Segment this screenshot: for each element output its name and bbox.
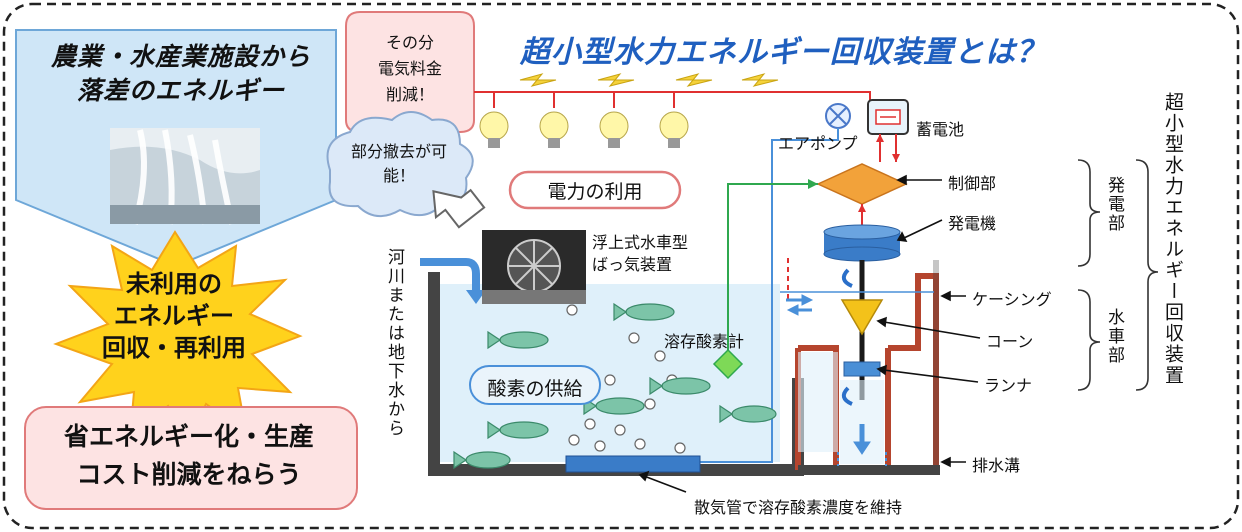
fish-icon [487, 420, 549, 440]
controller-label: 制御部 [948, 174, 997, 193]
goal-box [24, 406, 358, 510]
aerator-label: 浮上式水車型 ばっ気装置 [592, 232, 688, 276]
sensor-line [727, 183, 818, 350]
burst-line2: エネルギー [114, 302, 234, 330]
pointer-lines [638, 174, 981, 493]
cone-label: コーン [986, 332, 1034, 351]
controller-diamond [816, 163, 908, 205]
turbine-section-label: 水車部 [1104, 308, 1124, 365]
do-meter-icon [712, 348, 744, 380]
aerator-photo [482, 230, 586, 304]
power-section-label: 発電部 [1104, 176, 1124, 233]
header-line1: 農業・水産業施設から [50, 42, 311, 71]
cloud-shape [326, 111, 474, 217]
lightning-icons [519, 73, 779, 87]
goal-line2: コスト削減をねらう [76, 460, 302, 489]
hollow-arrow [432, 188, 486, 229]
fish-icon [487, 330, 549, 350]
inflow-arrow [420, 258, 480, 292]
fish-icon [719, 404, 777, 424]
oxygen-supply-label: 酸素の供給 [487, 378, 583, 400]
aerator-line2: ばっ気装置 [592, 255, 673, 274]
do-meter-label: 溶存酸素計 [664, 332, 745, 351]
lightbulb-icon [479, 92, 509, 148]
lightbulb-icon [599, 92, 629, 148]
cone [840, 299, 884, 336]
drain-arrows [837, 424, 887, 466]
aerator-line1: 浮上式水車型 [592, 233, 689, 252]
header-line2: 落差のエネルギー [76, 76, 285, 105]
runner [843, 361, 881, 377]
lightbulb-icon [539, 92, 569, 148]
drain-label: 排水溝 [972, 456, 1021, 475]
battery-label: 蓄電池 [916, 120, 965, 139]
cloud-text: 部分撤去が可 能！ [334, 140, 464, 188]
tank-water [434, 284, 780, 462]
fish-icon [613, 302, 675, 322]
burst-line3: 回収・再利用 [102, 334, 246, 362]
device-name-vertical: 超小型水力エネルギー回収装置 [1162, 92, 1184, 386]
header-text: 農業・水産業施設から 落差のエネルギー [36, 40, 326, 108]
air-pump-label: エアポンプ [778, 134, 858, 153]
casing-label: ケーシング [972, 290, 1052, 309]
river-source-label: 河川または地下水から [384, 248, 404, 438]
runner-label: ランナ [984, 376, 1033, 395]
speech-line2: 電気料金 [377, 59, 442, 78]
speech-line1: その分 [385, 33, 434, 52]
fish-icon [649, 376, 711, 396]
cloud-line2: 能！ [382, 166, 415, 185]
fish-icons [453, 302, 777, 470]
speech-line3: 削減！ [385, 85, 434, 104]
diffuser-label: 散気管で溶存酸素濃度を維持 [694, 498, 903, 517]
waterfall-photo [110, 128, 260, 225]
burst-line1: 未利用の [126, 270, 222, 298]
cloud-line1: 部分撤去が可 [350, 142, 447, 161]
starburst-text: 未利用の エネルギー 回収・再利用 [64, 268, 284, 364]
battery-icon [867, 99, 909, 135]
oxygen-supply-box [469, 365, 601, 405]
air-line [700, 128, 839, 463]
generator-cylinder [823, 224, 901, 262]
air-pump-icon [825, 103, 851, 129]
power-use-label: 電力の利用 [547, 181, 643, 203]
power-use-box [508, 170, 682, 210]
page-title: 超小型水力エネルギー回収装置とは？ [520, 35, 1047, 70]
goal-line1: 省エネルギー化・生産 [63, 422, 314, 451]
lightbulb-icon [659, 92, 689, 148]
flow-arrows [786, 294, 814, 316]
fish-icon [453, 450, 511, 470]
generator-label: 発電機 [948, 214, 997, 233]
goal-text: 省エネルギー化・生産 コスト削減をねらう [24, 418, 354, 494]
section-braces [1077, 159, 1159, 391]
diffuser-pipe [565, 455, 701, 473]
lightbulb-icons [479, 92, 689, 148]
bubble-icons [566, 304, 686, 454]
speech-text: その分 電気料金 削減！ [346, 30, 474, 108]
